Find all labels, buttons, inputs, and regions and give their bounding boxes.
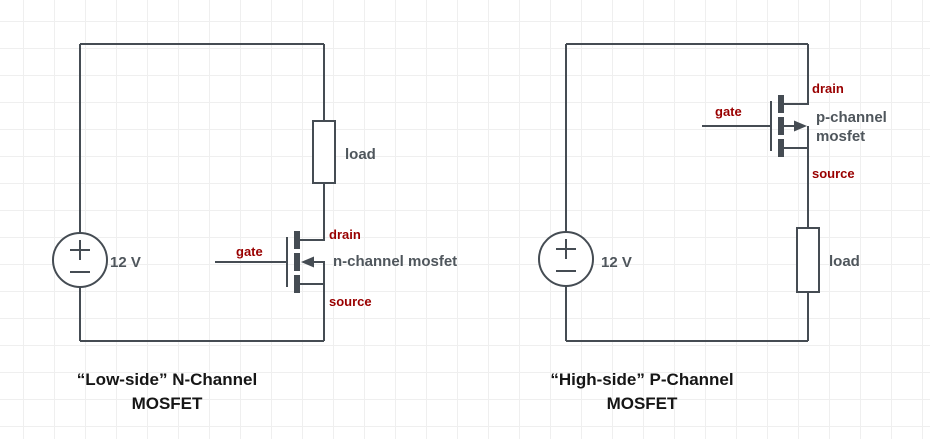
drain-label: drain (329, 227, 361, 242)
caption-line-2: MOSFET (131, 394, 203, 413)
pmos-arrow-icon (794, 120, 807, 132)
supply-voltage-label: 12 V (601, 254, 632, 271)
caption-line-2: MOSFET (606, 394, 678, 413)
caption-line-1: “High-side” P-Channel (550, 370, 734, 389)
voltage-source-icon (52, 232, 108, 288)
source-label: source (812, 166, 855, 181)
source-label: source (329, 294, 372, 309)
nmos-source-lead (300, 283, 325, 341)
load-label: load (345, 146, 376, 163)
pmos-body-lead (784, 125, 809, 148)
plus-icon (70, 240, 90, 260)
nmos-arrow-icon (301, 256, 314, 268)
drain-label: drain (812, 81, 844, 96)
nmos-icon (215, 183, 325, 341)
device-label: p-channel mosfet (816, 109, 887, 145)
caption-line-1: “Low-side” N-Channel (76, 370, 258, 389)
left-circuit-symbol (52, 43, 336, 342)
nmos-body-lead (313, 261, 325, 284)
plus-icon (556, 239, 576, 259)
resistor-icon (312, 120, 336, 184)
device-label: n-channel mosfet (333, 253, 458, 270)
pmos-drain-lead (784, 44, 809, 105)
load-label: load (829, 253, 860, 270)
pmos-source-lead (784, 147, 809, 228)
right-circuit-caption: “High-side” P-Channel MOSFET (532, 368, 752, 416)
pmos-icon (702, 44, 809, 228)
left-circuit-caption: “Low-side” N-Channel MOSFET (57, 368, 277, 416)
voltage-source-icon (538, 231, 594, 287)
gate-label: gate (715, 104, 742, 119)
gate-label: gate (236, 244, 263, 259)
right-circuit-symbol (538, 43, 820, 342)
resistor-icon (796, 227, 820, 293)
nmos-drain-lead (300, 183, 325, 241)
supply-voltage-label: 12 V (110, 254, 141, 271)
